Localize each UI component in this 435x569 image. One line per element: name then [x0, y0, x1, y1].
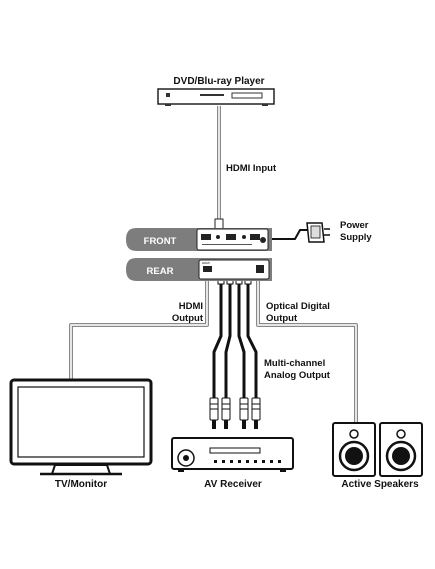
- power-supply-label-line2: Supply: [340, 232, 372, 243]
- hdmi-output-cable: [69, 280, 209, 380]
- tv-monitor: [9, 378, 153, 476]
- tv-monitor-label: TV/Monitor: [55, 479, 107, 490]
- rear-device-face: [198, 259, 270, 280]
- dvd-player: [157, 88, 275, 106]
- hdmi-output-label-line2: Output: [172, 313, 204, 324]
- rear-panel: [126, 258, 272, 281]
- rear-hdmi-port: [203, 266, 212, 272]
- analog-rca-cables: [209, 271, 261, 429]
- right-speaker: [379, 422, 423, 477]
- hdmi-input-label: HDMI Input: [226, 163, 277, 174]
- analog-output-label-line1: Multi-channel: [264, 358, 325, 369]
- power-adapter: [306, 222, 330, 243]
- optical-output-label-line1: Optical Digital: [266, 301, 330, 312]
- cables: [69, 106, 358, 430]
- optical-output-label-line2: Output: [266, 313, 298, 324]
- left-speaker: [332, 422, 376, 477]
- av-receiver: [171, 437, 294, 472]
- av-receiver-label: AV Receiver: [204, 479, 262, 490]
- rear-port-label: HDMI: [202, 261, 210, 265]
- active-speakers-label: Active Speakers: [341, 479, 419, 490]
- dvd-player-label: DVD/Blu-ray Player: [173, 76, 264, 87]
- front-panel-label: FRONT: [144, 236, 177, 247]
- front-panel: [126, 228, 272, 251]
- rear-panel-label: REAR: [147, 266, 174, 277]
- power-cable: [262, 229, 310, 240]
- hdmi-output-label-line1: HDMI: [179, 301, 203, 312]
- power-supply-label-line1: Power: [340, 220, 369, 231]
- analog-output-label-line2: Analog Output: [264, 370, 331, 381]
